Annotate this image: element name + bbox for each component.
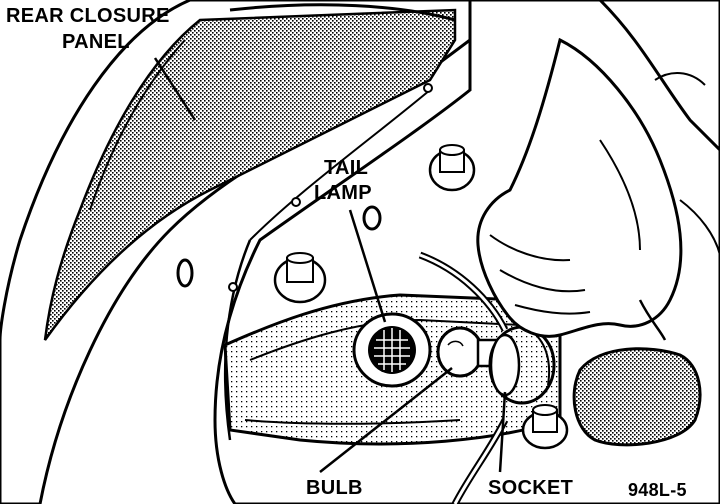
mounting-stud-lower [521, 404, 569, 450]
tail-lamp-socket-opening [352, 312, 432, 388]
mounting-stud-upper [428, 144, 476, 192]
leader-lines [153, 57, 507, 473]
socket-drawing [488, 325, 556, 405]
hand-drawing [476, 0, 720, 341]
panel-holes [176, 83, 433, 292]
figure-id: 948L-5 [628, 480, 687, 500]
access-plug [572, 347, 702, 447]
tail-lamp-label-line1: TAIL [324, 157, 368, 179]
mounting-stud-left [273, 252, 327, 304]
rear-closure-label-line2: PANEL [62, 31, 130, 53]
socket-label: SOCKET [488, 477, 573, 499]
bulb-label: BULB [306, 477, 363, 499]
wiring-harness [418, 251, 509, 504]
rear-closure-label-line1: REAR CLOSURE [6, 5, 170, 27]
rear-closure-panel [0, 0, 472, 504]
tail-lamp-label-line2: LAMP [314, 182, 372, 204]
